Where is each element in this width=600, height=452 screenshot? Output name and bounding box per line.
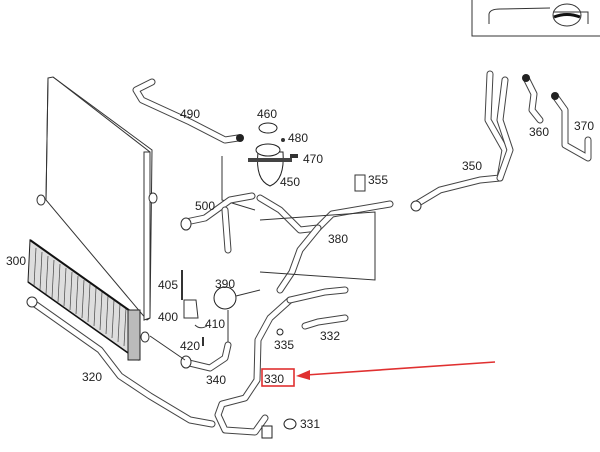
part-label: 330 <box>264 372 284 386</box>
part-labels: 300 320 330 331 332 335 340 350 355 360 … <box>6 107 594 431</box>
part-label: 490 <box>180 107 200 121</box>
vent-line-490 <box>132 78 256 211</box>
radiator <box>27 239 150 361</box>
part-label: 400 <box>158 310 178 324</box>
hose-332 <box>301 314 349 330</box>
condenser-panel <box>36 76 158 321</box>
highlight-arrow <box>296 361 496 380</box>
part-label: 500 <box>195 199 215 213</box>
hose-380 <box>256 194 394 294</box>
part-label: 350 <box>462 159 482 173</box>
fitting-331 <box>283 418 297 430</box>
part-label: 470 <box>303 152 323 166</box>
part-label: 405 <box>158 278 178 292</box>
expansion-tank <box>248 122 298 187</box>
part-label: 300 <box>6 254 26 268</box>
hose-350 <box>410 70 514 212</box>
part-label: 390 <box>215 277 235 291</box>
part-label: 320 <box>82 370 102 384</box>
part-label: 355 <box>368 173 388 187</box>
bracket-assembly <box>181 270 208 346</box>
pump-390 <box>213 286 261 345</box>
bracket-355 <box>354 174 366 192</box>
hose-370 <box>551 92 592 162</box>
hose-360 <box>522 74 544 124</box>
part-label: 331 <box>300 417 320 431</box>
part-label: 450 <box>280 175 300 189</box>
vehicle-front-section-icon <box>488 3 589 27</box>
part-label: 380 <box>328 232 348 246</box>
highlight-callout <box>261 361 496 387</box>
part-label: 420 <box>180 339 200 353</box>
clip-335 <box>276 328 284 336</box>
hose-320 <box>26 296 216 428</box>
part-label: 332 <box>320 329 340 343</box>
inset-thumbnail <box>471 0 600 37</box>
part-label: 340 <box>206 373 226 387</box>
highlight-box <box>261 368 295 387</box>
part-label: 410 <box>205 317 225 331</box>
part-label: 335 <box>274 338 294 352</box>
part-label: 370 <box>574 119 594 133</box>
hose-340 <box>149 335 232 372</box>
part-label: 460 <box>257 107 277 121</box>
part-label: 480 <box>288 131 308 145</box>
hose-330 <box>214 286 349 439</box>
hose-500 <box>180 192 256 254</box>
part-label: 360 <box>529 125 549 139</box>
